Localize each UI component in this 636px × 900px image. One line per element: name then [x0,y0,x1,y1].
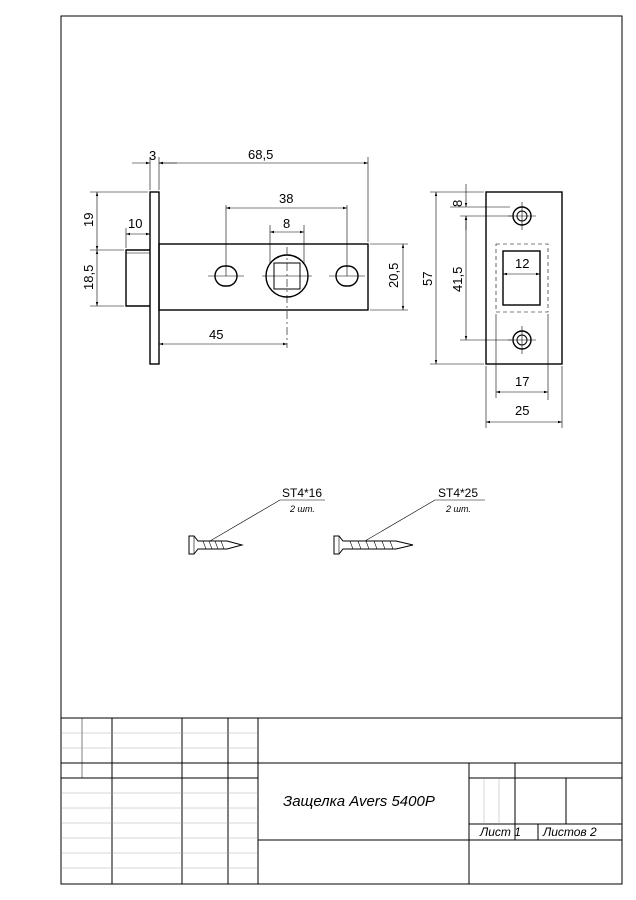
screw-1-qty: 2 шт. [289,504,315,514]
screw-2-name: ST4*25 [438,486,478,500]
drawing-title: Защелка Avers 5400P [283,793,435,810]
title-block: Защелка Avers 5400P Лист 1 Листов 2 [61,717,622,884]
strike-view: 8 57 41,5 12 17 25 [420,184,563,428]
dim-strike-top: 8 [450,200,465,207]
dim-backset: 45 [209,327,223,342]
screw-1-name: ST4*16 [282,486,322,500]
dim-latch-height: 18,5 [81,265,96,290]
strike-window [502,250,541,306]
dim-strike-window: 12 [515,256,529,271]
dim-latch-offset: 19 [81,213,96,227]
dim-square-size: 8 [283,216,290,231]
latch-tongue [125,249,150,307]
screw-1: ST4*16 2 шт. [188,486,325,555]
strike-plate [485,191,563,365]
strike-pocket [495,243,549,313]
dim-strike-width: 25 [515,403,529,418]
dim-strike-holes: 41,5 [450,267,465,292]
dim-strike-total: 57 [420,272,435,286]
screw-2: ST4*25 2 шт. [333,486,485,555]
latch-body [158,243,369,311]
sheet-frame [60,15,623,885]
dim-hole-spacing: 38 [279,191,293,206]
screw-2-qty: 2 шт. [445,504,471,514]
latch-view: 3 68,5 38 8 45 10 19 18,5 20,5 [81,147,408,365]
dim-total-length: 68,5 [248,147,273,162]
dim-latch-length: 10 [128,216,142,231]
sheet-count: Листов 2 [542,825,597,839]
dim-body-height: 20,5 [386,263,401,288]
dim-strike-inner: 17 [515,374,529,389]
latch-faceplate [149,191,160,365]
sheet-number: Лист 1 [479,825,521,839]
dim-plate-thickness: 3 [149,148,156,163]
